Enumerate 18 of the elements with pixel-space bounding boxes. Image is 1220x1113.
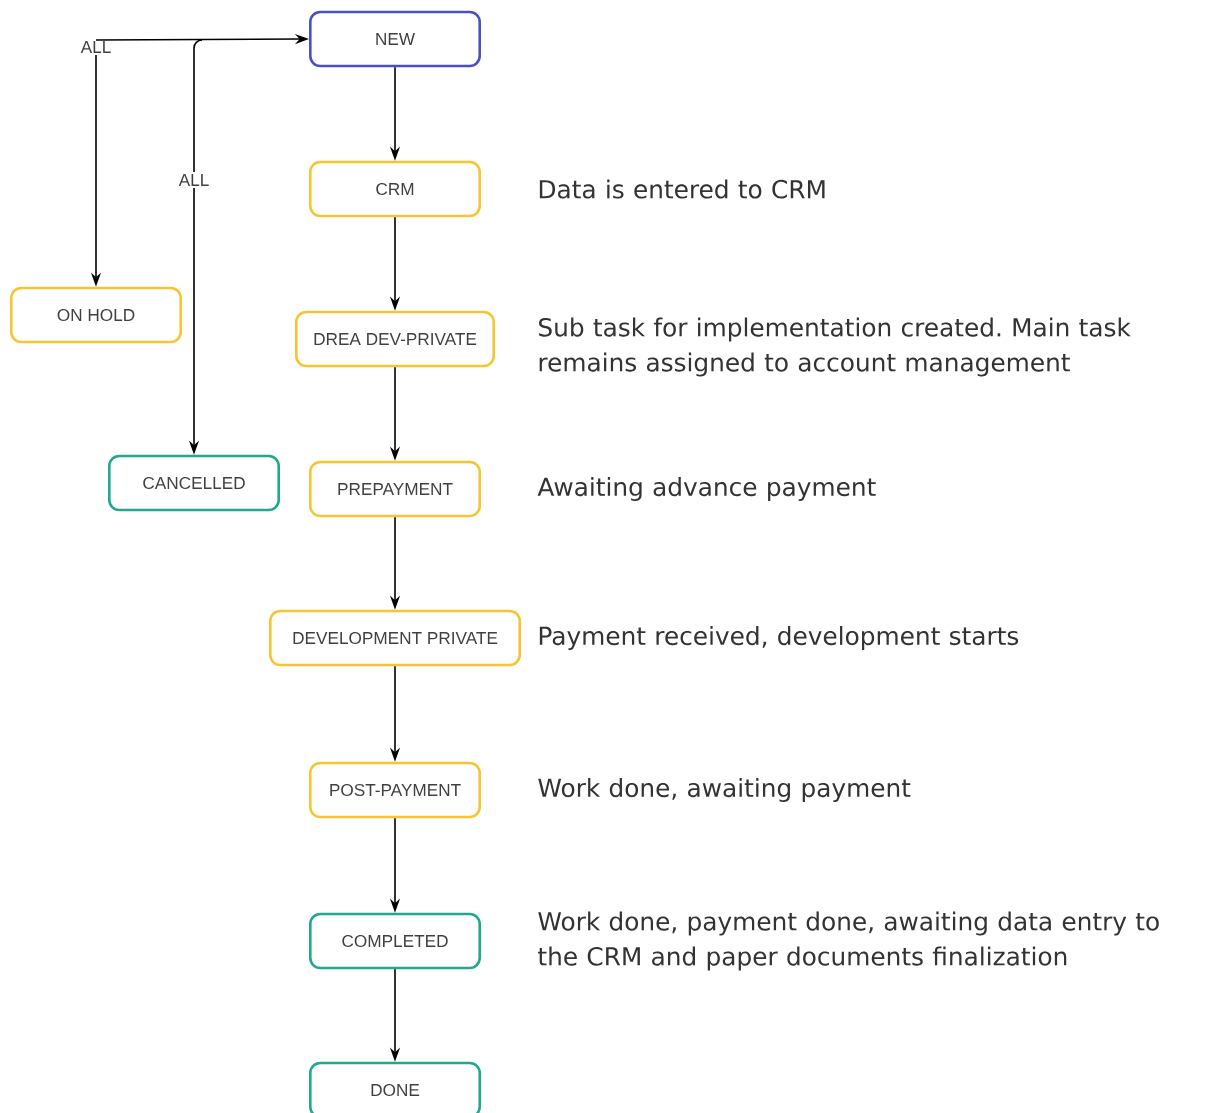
description-text: Awaiting advance payment [537, 477, 876, 501]
edge-label: ALL [176, 172, 212, 188]
description-text: Work done, awaiting payment [538, 778, 911, 803]
state-box: POST-PAYMENT [309, 761, 481, 819]
edge-label: ALL [78, 39, 114, 55]
state-box: DREA DEV-PRIVATE [295, 310, 495, 368]
state-box: DEVELOPMENT PRIVATE [269, 609, 521, 667]
description-text: Data is entered to CRM [539, 179, 825, 199]
state-box: CRM [309, 160, 481, 218]
description-text: Payment received, development starts [539, 626, 1019, 650]
state-box: PREPAYMENT [309, 460, 481, 518]
description-text: Work done, payment done, awaiting data entry to the CRM and paper documents finalization [538, 911, 1159, 971]
state-box: COMPLETED [309, 912, 481, 970]
state-box: NEW [309, 10, 481, 68]
description-text: Sub task for implementation created. Main task remains assigned to account management [539, 317, 1131, 377]
state-box: CANCELLED [108, 454, 280, 512]
state-box: DONE [309, 1061, 481, 1113]
state-box: ON HOLD [10, 286, 182, 344]
